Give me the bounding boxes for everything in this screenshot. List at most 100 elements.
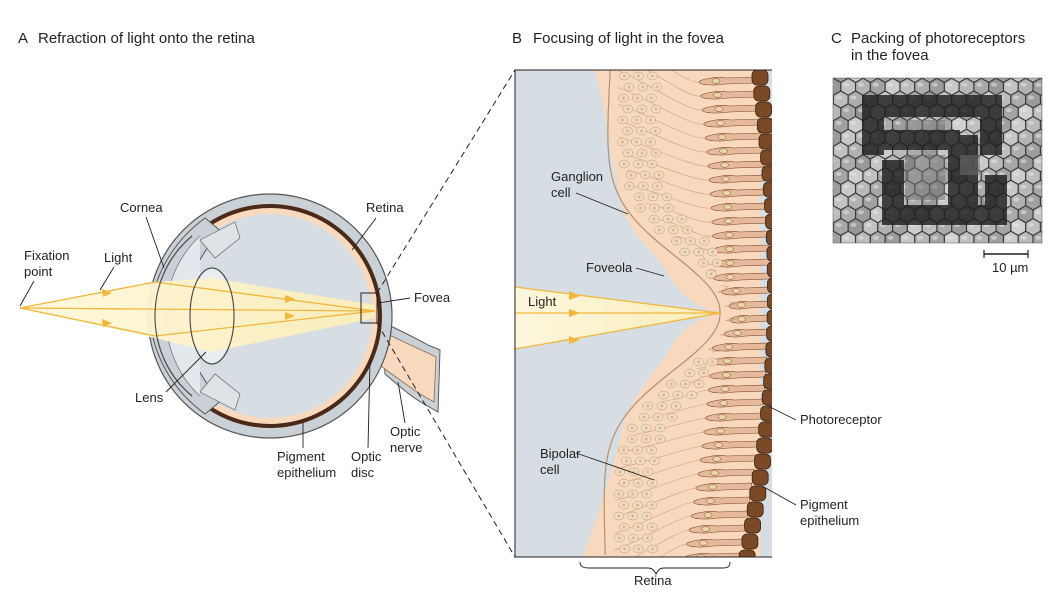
cone-highlight bbox=[1028, 146, 1035, 151]
foveola-leader bbox=[635, 267, 665, 277]
neuron-nucleus bbox=[636, 162, 640, 166]
neuron-nucleus bbox=[657, 228, 661, 232]
cone-highlight bbox=[976, 235, 983, 240]
neuron-nucleus bbox=[649, 118, 653, 122]
cone-highlight bbox=[821, 172, 827, 176]
cone-cell bbox=[855, 230, 871, 243]
pigment-cell bbox=[741, 533, 759, 550]
neuron-nucleus bbox=[709, 272, 713, 276]
photoreceptor-cell bbox=[717, 285, 770, 296]
cone-highlight bbox=[998, 70, 1004, 74]
label-optic-disc-1: Optic bbox=[351, 449, 382, 464]
cone-highlight bbox=[1043, 147, 1049, 151]
neuron-nucleus bbox=[702, 371, 706, 375]
neuron-nucleus bbox=[631, 492, 635, 496]
photoreceptor-cell bbox=[670, 70, 756, 86]
cone-cell bbox=[833, 196, 834, 207]
neuron-nucleus bbox=[627, 85, 631, 89]
cone-cell bbox=[1032, 230, 1042, 243]
cone-highlight bbox=[1028, 70, 1034, 74]
cone-cell bbox=[833, 78, 834, 80]
cone-highlight bbox=[1043, 96, 1049, 100]
neuron-nucleus bbox=[638, 206, 642, 210]
cone-highlight bbox=[835, 121, 842, 125]
neuron-nucleus bbox=[631, 514, 635, 518]
cone-cell bbox=[884, 230, 901, 243]
cone-highlight bbox=[1013, 197, 1020, 202]
cone-highlight bbox=[833, 210, 835, 214]
cone-highlight bbox=[1020, 210, 1027, 215]
cone-highlight bbox=[821, 70, 827, 74]
neuron-nucleus bbox=[658, 426, 662, 430]
cone-highlight bbox=[1035, 159, 1042, 164]
neuron-nucleus bbox=[640, 107, 644, 111]
cone-highlight bbox=[894, 121, 901, 125]
neuron-nucleus bbox=[711, 250, 715, 254]
neuron-nucleus bbox=[656, 415, 660, 419]
label-retina-b: Retina bbox=[634, 573, 672, 588]
optic-nerve bbox=[377, 329, 437, 403]
neuron-nucleus bbox=[660, 404, 664, 408]
cone-highlight bbox=[991, 235, 998, 240]
lens-leader bbox=[165, 351, 207, 393]
cornea-leader bbox=[145, 216, 165, 269]
cone-highlight bbox=[865, 172, 872, 176]
zoom-line-bottom bbox=[376, 322, 516, 558]
cornea-outline bbox=[154, 235, 193, 397]
neuron-nucleus bbox=[670, 415, 674, 419]
label-fixation-1: Fixation bbox=[24, 248, 70, 263]
cone-highlight bbox=[872, 159, 879, 164]
photoreceptor-cell bbox=[708, 269, 770, 282]
neuron-nucleus bbox=[651, 547, 655, 551]
photoreceptor-cell bbox=[635, 412, 762, 435]
cone-highlight bbox=[1020, 184, 1027, 189]
fovea-ray-bottom bbox=[515, 312, 721, 350]
cone-highlight bbox=[984, 70, 990, 74]
cone-highlight bbox=[887, 82, 894, 87]
cone-highlight bbox=[833, 185, 835, 189]
cone-highlight bbox=[910, 70, 916, 74]
cone-highlight bbox=[1020, 159, 1027, 164]
fovea-ray-top bbox=[515, 286, 721, 314]
cone-highlight bbox=[1013, 146, 1020, 151]
light-arrow-4 bbox=[285, 312, 295, 320]
panel-b: B Focusing of light in the fovea Ganglio… bbox=[512, 30, 882, 588]
photoreceptor-cell bbox=[620, 440, 759, 468]
cone-highlight bbox=[1043, 172, 1049, 176]
cone-highlight bbox=[1013, 172, 1020, 176]
cone-highlight bbox=[872, 235, 879, 240]
neuron-nucleus bbox=[618, 470, 622, 474]
neuron-nucleus bbox=[636, 448, 640, 452]
neuron-nucleus bbox=[654, 151, 658, 155]
label-optic-disc-2: disc bbox=[351, 465, 375, 480]
neuron-nucleus bbox=[627, 184, 631, 188]
photoreceptor-cell bbox=[619, 136, 765, 170]
neuron-nucleus bbox=[653, 129, 657, 133]
cone-cell bbox=[833, 145, 834, 156]
neuron-nucleus bbox=[645, 514, 649, 518]
neuron-nucleus bbox=[624, 459, 628, 463]
cone-highlight bbox=[961, 235, 968, 240]
cone-highlight bbox=[835, 172, 842, 176]
photoreceptor-cell bbox=[684, 552, 741, 557]
cone-highlight bbox=[833, 159, 835, 163]
neuron-nucleus bbox=[637, 547, 641, 551]
cone-highlight bbox=[1035, 82, 1042, 87]
cone-highlight bbox=[835, 146, 842, 151]
cone-highlight bbox=[991, 159, 998, 164]
cone-highlight bbox=[1028, 95, 1035, 100]
neuron-nucleus bbox=[685, 228, 689, 232]
panel-c-letter: C bbox=[831, 30, 842, 47]
neuron-nucleus bbox=[658, 437, 662, 441]
cone-highlight bbox=[843, 235, 850, 240]
panel-a-letter: A bbox=[18, 30, 28, 47]
cone-highlight bbox=[1028, 223, 1035, 227]
photoreceptor-cell bbox=[614, 496, 750, 534]
cone-highlight bbox=[954, 70, 960, 74]
cone-highlight bbox=[1020, 133, 1027, 138]
micrograph-letter-inner bbox=[905, 120, 980, 200]
zoom-line-top bbox=[376, 69, 516, 294]
light-arrow-3 bbox=[285, 295, 295, 303]
panel-b-right-mask bbox=[772, 68, 802, 560]
cone-highlight bbox=[851, 70, 857, 74]
